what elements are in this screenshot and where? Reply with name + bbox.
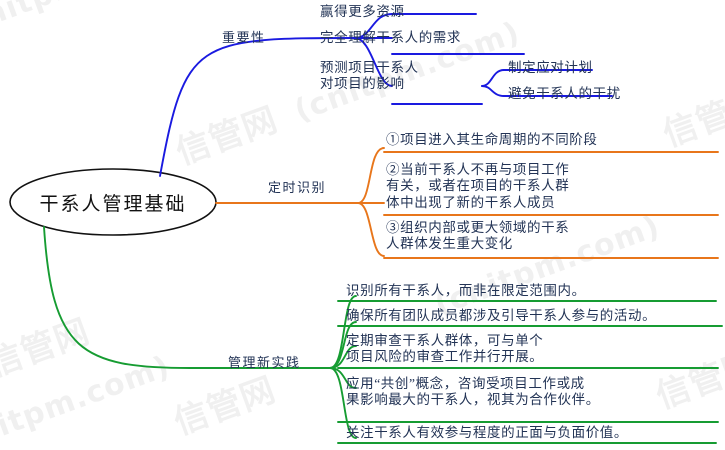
leaf-importance-3-2[interactable]: 避免干系人的干扰 (508, 86, 621, 101)
leaf-timed-identification-2[interactable]: ②当前干系人不再与项目工作 有关，或者在项目的干系人群 体中出现了新的干系人成员 (386, 162, 570, 210)
leaf-new-practice-1[interactable]: 识别所有干系人，而非在限定范围内。 (346, 283, 586, 298)
branch-link-importance (159, 13, 613, 177)
branch-link-timed-identification (215, 147, 719, 259)
leaf-importance-3-1[interactable]: 制定应对计划 (508, 60, 593, 75)
branch-link-new-practice (43, 226, 723, 444)
leaf-importance-3[interactable]: 预测项目干系人 对项目的影响 (320, 60, 419, 92)
root-ellipse (9, 168, 217, 236)
branch-label-timed-identification[interactable]: 定时识别 (268, 180, 327, 195)
leaf-new-practice-4[interactable]: 应用“共创”概念，咨询受项目工作或成 果影响最大的干系人，视其为合作伙伴。 (346, 376, 600, 408)
branch-label-importance[interactable]: 重要性 (222, 30, 266, 45)
leaf-importance-2[interactable]: 完全理解干系人的需求 (320, 30, 461, 45)
leaf-new-practice-5[interactable]: 关注干系人有效参与程度的正面与负面价值。 (346, 425, 628, 440)
leaf-timed-identification-1[interactable]: ①项目进入其生命周期的不同阶段 (386, 132, 598, 147)
branch-label-new-practice[interactable]: 管理新实践 (228, 355, 301, 370)
leaf-new-practice-2[interactable]: 确保所有团队成员都涉及引导干系人参与的活动。 (346, 308, 657, 323)
root-node[interactable]: 干系人管理基础 (39, 193, 187, 215)
leaf-importance-1[interactable]: 赢得更多资源 (320, 4, 405, 19)
leaf-new-practice-3[interactable]: 定期审查干系人群体，可与单个 项目风险的审查工作并行开展。 (346, 333, 544, 365)
leaf-timed-identification-3[interactable]: ③组织内部或更大领域的干系 人群体发生重大变化 (386, 220, 570, 252)
